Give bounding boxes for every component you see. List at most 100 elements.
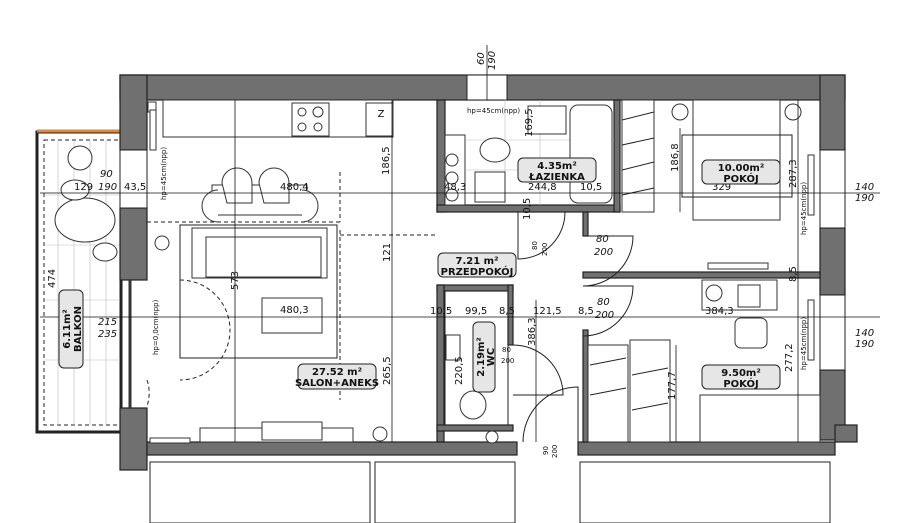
bedroom-2 [699,279,821,443]
fridge [365,102,394,137]
washbasin [527,105,567,135]
dim-salon-side: 265,5 [382,356,393,385]
wc-room [444,290,509,444]
interior-walls [436,99,821,443]
window-bedroom2 [819,294,846,371]
cooktop [291,102,330,137]
room-area: 7.21 m² [456,256,499,267]
room-area: 27.52 m² [312,367,362,378]
dim-door-width: 80 [531,241,539,250]
dim-door-height: 235 [98,329,117,340]
lamp-icon [784,103,802,121]
tv [261,421,323,441]
lamp-icon [671,103,689,121]
dim-bath-depth: 169,5 [524,108,535,137]
fridge-label: Z [378,109,385,120]
coffee-table [261,297,323,334]
dim-duct: 48,3 [444,182,466,193]
dim-bath-width: 244,8 [528,182,557,193]
room-area: 10.00m² [718,163,764,174]
dim-wc-depth: 220,5 [454,356,465,385]
room-name: POKÓJ [723,172,758,185]
dim-sill-height: hp=45cm(npp) [160,147,168,200]
dim-door-width: 80 [596,234,609,245]
dim-sill-height: hp=0,0cm(npp) [152,299,160,355]
toilet [479,137,511,163]
dim-bedroom1-depth: 287,3 [788,159,799,188]
balcony-door-swing [179,279,231,381]
room-name: PRZEDPOKÓJ [441,265,514,278]
dim-bedroom2-depth: 277,2 [784,343,795,372]
toilet [459,390,487,420]
dim-window-width: 60 [476,52,487,65]
dim-balcony-width: 129 [74,182,93,193]
room-label-balkon: 6.11m² BALKON [58,289,84,369]
dim-balcony-length: 474 [47,269,58,288]
rug [681,134,793,198]
dimension-lines [40,45,880,442]
dim-sill-height: hp=45cm(npp) [800,182,808,235]
lamp-icon [372,426,388,442]
washing-machine [474,171,506,203]
dim-wall: 10,5 [522,198,533,220]
dim-window-width: 140 [855,328,874,339]
dim-door-height: 200 [551,445,559,458]
radiator [807,154,815,216]
dim-wall: 43,5 [124,182,146,193]
dim-window-width: 90 [100,169,113,180]
dim-kitchen-width: 480,4 [280,182,309,193]
washbasin [445,334,461,361]
room-area: 2.19m² [476,337,487,376]
room-name: SALON+ANEKS [295,378,379,389]
room-name: BALKON [73,306,84,352]
radiator [807,299,815,361]
dim-door-height: 200 [595,310,614,321]
dim-salon-depth: 573 [230,271,241,290]
dim-door-width: 80 [597,297,610,308]
dim-door-height: 200 [594,247,613,258]
dim-wall: 8,5 [578,306,594,317]
dim-bed-length: 186,8 [670,143,681,172]
dim-wall: 8,5 [499,306,515,317]
salon [146,224,437,444]
dim-passage: 121 [382,243,393,262]
room-label-pokoj-2: 9.50m² POKÓJ [701,364,781,390]
door-bedroom2 [582,285,634,337]
bathroom [445,100,614,205]
plant-icon [67,145,93,171]
dim-window-height: 190 [98,182,117,193]
dim-window-width: 140 [855,182,874,193]
room-name: ŁAZIENKA [528,172,585,183]
balcony-chair [60,179,90,201]
room-label-pokoj-1: 10.00m² POKÓJ [701,159,781,185]
dim-salon-width: 480,3 [280,305,309,316]
window-bedroom1 [819,149,846,229]
room-name: POKÓJ [723,377,758,390]
room-label-lazienka: 4.35m² ŁAZIENKA [517,157,597,183]
room-label-wc: 2.19m² WC [472,321,497,393]
dim-door-height: 200 [541,243,549,256]
dim-window-height: 190 [855,339,874,350]
dim-sill-height: hp=45cm(npp) [800,317,808,370]
room-name: WC [486,348,497,366]
bed [699,394,821,443]
rug [179,224,338,359]
dim-door-width: 90 [542,446,550,455]
door-bathroom [517,211,566,260]
monitor [737,284,761,308]
dim-hall-depth: 386,3 [527,317,538,346]
kitchen: Z [147,99,394,223]
balcony-table [54,197,116,243]
door-bedroom1 [582,235,634,287]
dim-sill-height: hp=45cm(npp) [467,107,520,115]
door-wc [512,344,564,396]
balcony-chair [92,242,118,262]
dim-wall: 10,5 [580,182,602,193]
room-label-przedpokoj: 7.21 m² PRZEDPOKÓJ [437,252,517,278]
kitchen-counter [162,99,394,138]
dim-wall: 10,5 [430,306,452,317]
dim-bedroom1-width: 329 [712,182,731,193]
room-area: 9.50m² [721,368,760,379]
radiator [149,109,157,151]
